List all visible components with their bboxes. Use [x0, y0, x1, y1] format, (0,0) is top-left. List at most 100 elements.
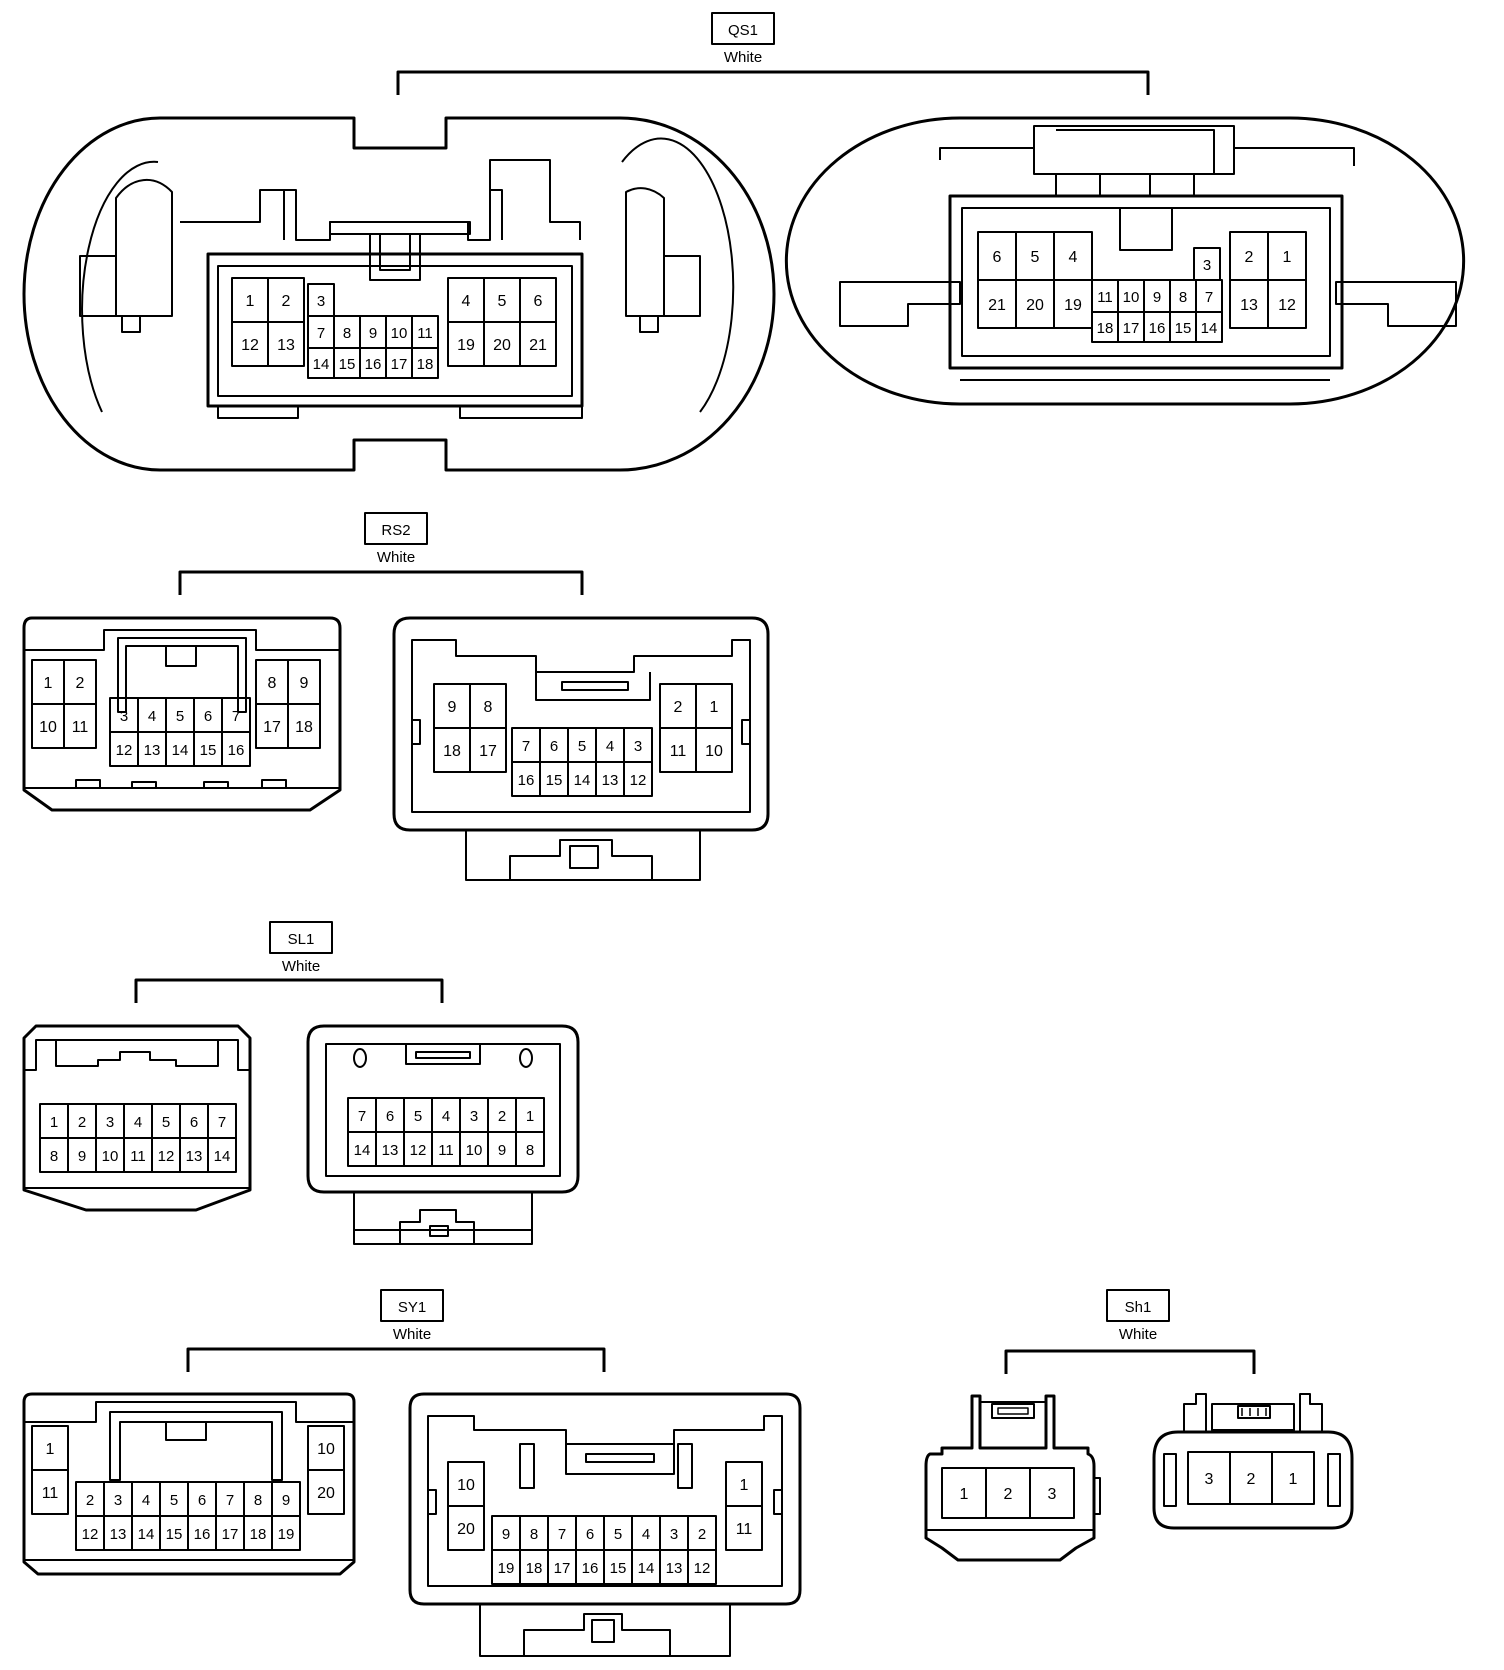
pin-number: 7	[317, 325, 325, 342]
pin-number: 10	[705, 743, 723, 760]
pin-number: 6	[534, 293, 543, 310]
pin-number: 14	[172, 742, 189, 759]
pin-number: 15	[546, 772, 563, 789]
pin-number: 3	[120, 708, 128, 725]
pin-cell	[271, 1515, 301, 1551]
pin-number: 1	[246, 293, 255, 310]
connector-code: Sh1	[1125, 1299, 1152, 1316]
pin-number: 12	[1278, 297, 1296, 314]
connector-qs1: QS1 White	[22, 12, 1466, 472]
pin-number: 13	[277, 337, 295, 354]
pin-number: 1	[44, 675, 53, 692]
pin-number: 19	[278, 1526, 295, 1543]
pin-number: 7	[226, 1492, 234, 1509]
connector-view-female	[22, 616, 342, 812]
pin-number: 4	[134, 1114, 142, 1131]
pin-number: 12	[410, 1142, 427, 1159]
connector-view-male	[392, 616, 770, 881]
pin-number: 4	[148, 708, 156, 725]
pin-number: 13	[382, 1142, 399, 1159]
pin-number: 10	[39, 719, 57, 736]
pin-number: 10	[391, 325, 408, 342]
pin-number: 15	[339, 356, 356, 373]
pin-number: 5	[1031, 249, 1040, 266]
pin-number: 13	[186, 1148, 203, 1165]
pin-number: 1	[50, 1114, 58, 1131]
header-bracket	[186, 1347, 606, 1372]
pin-number: 8	[50, 1148, 58, 1165]
pin-number: 9	[78, 1148, 86, 1165]
pin-cell	[695, 727, 733, 773]
pin-number: 13	[110, 1526, 127, 1543]
connector-sh1: Sh1 White	[924, 1289, 1354, 1562]
pin-number: 6	[586, 1526, 594, 1543]
connector-sl1: SL1 White	[22, 921, 580, 1245]
pin-cell	[267, 321, 305, 367]
connector-header: RS2 White	[178, 512, 584, 595]
pin-number: 13	[666, 1560, 683, 1577]
pin-number: 17	[222, 1526, 239, 1543]
pin-number: 17	[263, 719, 281, 736]
connector-view-female	[22, 116, 776, 472]
pin-number: 11	[736, 1521, 753, 1538]
connector-code: SL1	[288, 931, 315, 948]
pin-number: 2	[78, 1114, 86, 1131]
pin-cell	[307, 1469, 345, 1515]
connector-color: White	[1119, 1326, 1157, 1343]
pin-number: 19	[498, 1560, 515, 1577]
pin-number: 2	[1245, 249, 1254, 266]
pin-cell	[515, 1131, 545, 1167]
connector-color: White	[377, 549, 415, 566]
connector-view-female	[924, 1394, 1101, 1562]
pin-number: 2	[698, 1526, 706, 1543]
pin-number: 1	[526, 1108, 534, 1125]
pin-number: 14	[313, 356, 330, 373]
pin-number: 20	[457, 1521, 475, 1538]
pin-number: 3	[1205, 1471, 1214, 1488]
pin-cell	[623, 761, 653, 797]
pin-number: 12	[241, 337, 259, 354]
pin-number: 1	[710, 699, 719, 716]
pin-number: 7	[218, 1114, 226, 1131]
pin-number: 5	[414, 1108, 422, 1125]
pin-number: 9	[1153, 289, 1161, 306]
connector-header: QS1 White	[396, 12, 1150, 95]
pin-number: 20	[493, 337, 511, 354]
pin-number: 7	[232, 708, 240, 725]
pin-number: 11	[1097, 289, 1113, 306]
pin-number: 4	[462, 293, 471, 310]
pin-number: 18	[417, 356, 434, 373]
pin-cell	[207, 1137, 237, 1173]
connector-color: White	[724, 49, 762, 66]
pin-number: 1	[1289, 1471, 1298, 1488]
pin-number: 20	[317, 1485, 335, 1502]
pin-number: 6	[204, 708, 212, 725]
pin-number: 13	[144, 742, 161, 759]
pin-number: 6	[993, 249, 1002, 266]
pin-number: 14	[638, 1560, 655, 1577]
pin-number: 3	[670, 1526, 678, 1543]
pin-number: 8	[1179, 289, 1187, 306]
pin-cell	[725, 1505, 763, 1551]
pin-number: 20	[1026, 297, 1044, 314]
connector-view-male	[408, 1392, 802, 1657]
pin-number: 8	[530, 1526, 538, 1543]
pin-number: 7	[522, 738, 530, 755]
pin-number: 5	[170, 1492, 178, 1509]
pin-number: 1	[46, 1441, 55, 1458]
pin-number: 11	[417, 325, 433, 342]
pin-number: 3	[470, 1108, 478, 1125]
connector-view-female	[22, 1392, 356, 1576]
pin-number: 11	[72, 719, 89, 736]
pin-cell	[411, 347, 439, 379]
pin-cell	[63, 703, 97, 749]
pin-cell	[687, 1549, 717, 1585]
pin-number: 10	[457, 1477, 475, 1494]
pin-number: 8	[343, 325, 351, 342]
pin-cell	[1271, 1451, 1315, 1505]
pin-number: 6	[386, 1108, 394, 1125]
pin-number: 16	[228, 742, 245, 759]
pin-number: 2	[282, 293, 291, 310]
pin-number: 12	[630, 772, 647, 789]
